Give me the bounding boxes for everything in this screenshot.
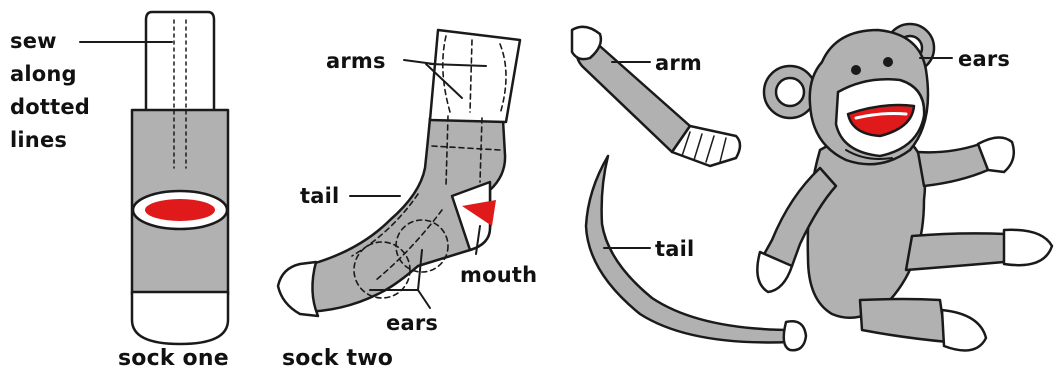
tail-label-sock: tail: [300, 183, 339, 209]
sew-label-line-2: along: [10, 61, 77, 87]
monkey-drawing: [757, 24, 1052, 351]
sew-label-line-4: lines: [10, 127, 67, 153]
ears-label-monkey: ears: [958, 46, 1010, 72]
sock-one-caption: sock one: [118, 346, 229, 372]
arms-label: arms: [326, 48, 386, 74]
tail-end: [784, 321, 806, 350]
tail-label-part: tail: [655, 236, 694, 262]
arm-piece-drawing: [572, 27, 740, 166]
sock-one-mouth: [145, 199, 215, 221]
monkey-arm-right: [918, 144, 988, 186]
monkey-leg-bottom: [860, 299, 948, 342]
sew-label-line-3: dotted: [10, 94, 90, 120]
monkey-leg-right: [906, 233, 1006, 270]
sock-one-toe: [132, 292, 228, 344]
ears-label-sock: ears: [386, 310, 438, 336]
sock-one-cuff: [146, 12, 214, 112]
sock-two-toe: [278, 262, 318, 316]
sew-label-line-1: sew: [10, 28, 57, 54]
mouth-label: mouth: [460, 262, 537, 288]
arm-label: arm: [655, 50, 702, 76]
sock-two-caption: sock two: [282, 346, 393, 372]
sock-one-drawing: [132, 12, 228, 344]
monkey-eye-right: [883, 57, 893, 67]
monkey-eye-left: [851, 65, 861, 75]
